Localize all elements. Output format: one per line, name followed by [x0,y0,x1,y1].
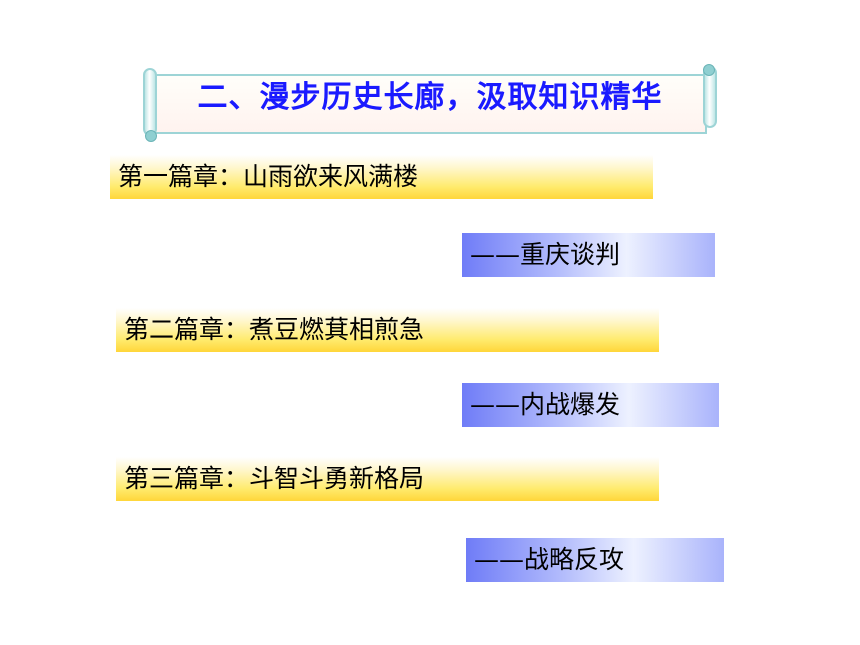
chapter-1-heading: 第一篇章：山雨欲来风满楼 [110,155,653,199]
chapter-2-subtitle: ——内战爆发 [462,383,719,427]
chapter-3-subtitle: ——战略反攻 [466,538,724,582]
chapter-2-heading: 第二篇章：煮豆燃萁相煎急 [116,308,659,352]
chapter-3-heading: 第三篇章：斗智斗勇新格局 [116,457,659,501]
scroll-body [151,74,707,134]
scroll-knob-bottom-left [145,130,157,142]
scroll-knob-top-right [703,64,715,76]
title-scroll-banner: 二、漫步历史长廊，汲取知识精华 [143,64,717,142]
slide-title: 二、漫步历史长廊，汲取知识精华 [197,80,663,115]
chapter-1-subtitle: ——重庆谈判 [462,233,715,277]
